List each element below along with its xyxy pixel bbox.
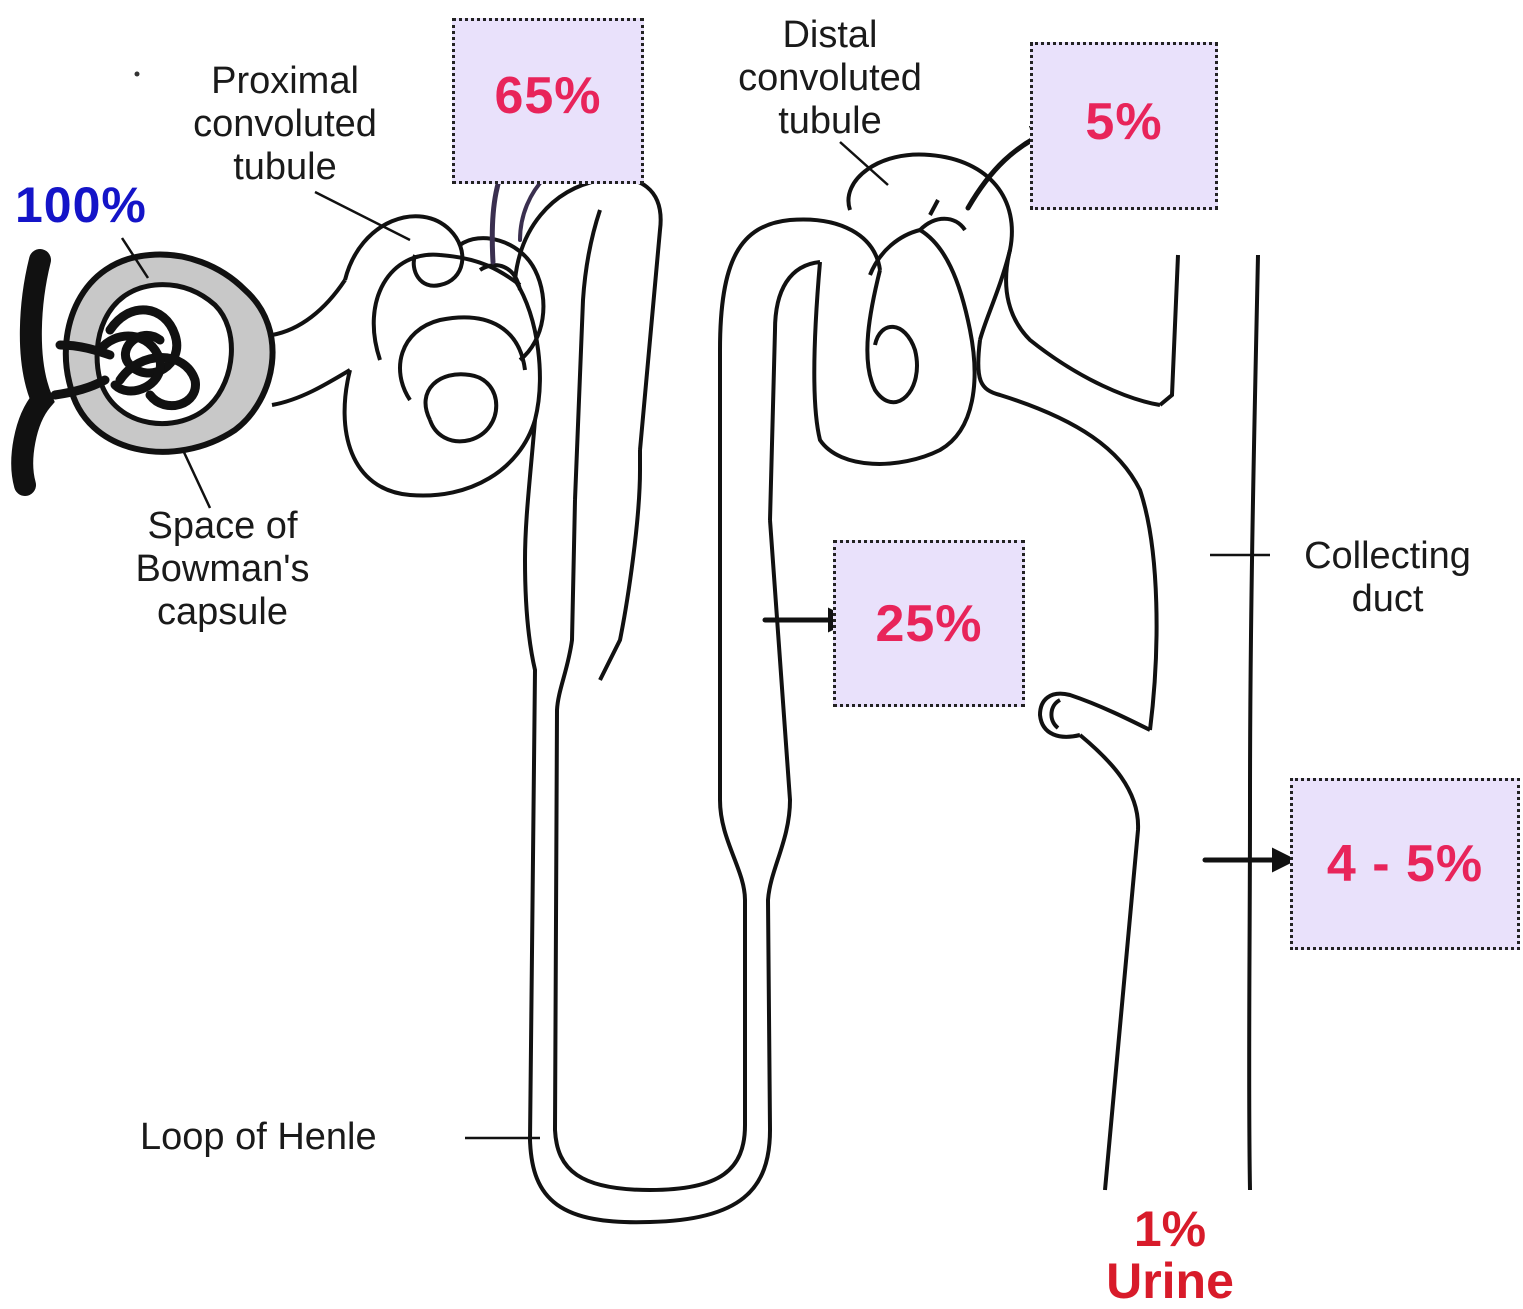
arrows xyxy=(492,130,1292,860)
bowman-space-label: Space of Bowman's capsule xyxy=(95,505,350,634)
urine-percent: 1% xyxy=(1070,1203,1270,1255)
collecting-percent-box: 4 - 5% xyxy=(1290,778,1520,950)
label-line: tubule xyxy=(155,146,415,189)
label-line: convoluted xyxy=(700,57,960,100)
stray-dot xyxy=(135,72,140,77)
collecting-duct-label: Collecting duct xyxy=(1270,535,1505,621)
urine-output: 1% Urine xyxy=(1070,1203,1270,1307)
label-line: Distal xyxy=(700,14,960,57)
loop-percent: 25% xyxy=(875,594,982,654)
proximal-tubule-label: Proximal convoluted tubule xyxy=(155,60,415,189)
label-line: Proximal xyxy=(155,60,415,103)
collecting-duct-illustration xyxy=(1249,255,1258,1190)
proximal-tubule-illustration xyxy=(345,178,661,560)
proximal-percent: 65% xyxy=(494,66,601,126)
label-line: convoluted xyxy=(155,103,415,146)
collecting-percent: 4 - 5% xyxy=(1327,834,1483,894)
bowmans-capsule-illustration xyxy=(22,255,272,485)
proximal-percent-box: 65% xyxy=(452,18,644,184)
loop-of-henle-label: Loop of Henle xyxy=(140,1116,470,1159)
start-percent: 100% xyxy=(15,176,147,234)
label-line: Bowman's xyxy=(95,548,350,591)
label-line: capsule xyxy=(95,591,350,634)
distal-tubule-label: Distal convoluted tubule xyxy=(700,14,960,143)
distal-percent: 5% xyxy=(1085,92,1162,152)
urine-label: Urine xyxy=(1070,1255,1270,1307)
label-line: Collecting xyxy=(1270,535,1505,578)
label-line: tubule xyxy=(700,100,960,143)
distal-percent-box: 5% xyxy=(1030,42,1218,210)
label-line: duct xyxy=(1270,578,1505,621)
label-line: Space of xyxy=(95,505,350,548)
tubule-neck xyxy=(272,280,350,405)
leader-lines xyxy=(122,142,1270,1138)
label-line: Loop of Henle xyxy=(140,1116,470,1159)
loop-percent-box: 25% xyxy=(833,540,1025,707)
